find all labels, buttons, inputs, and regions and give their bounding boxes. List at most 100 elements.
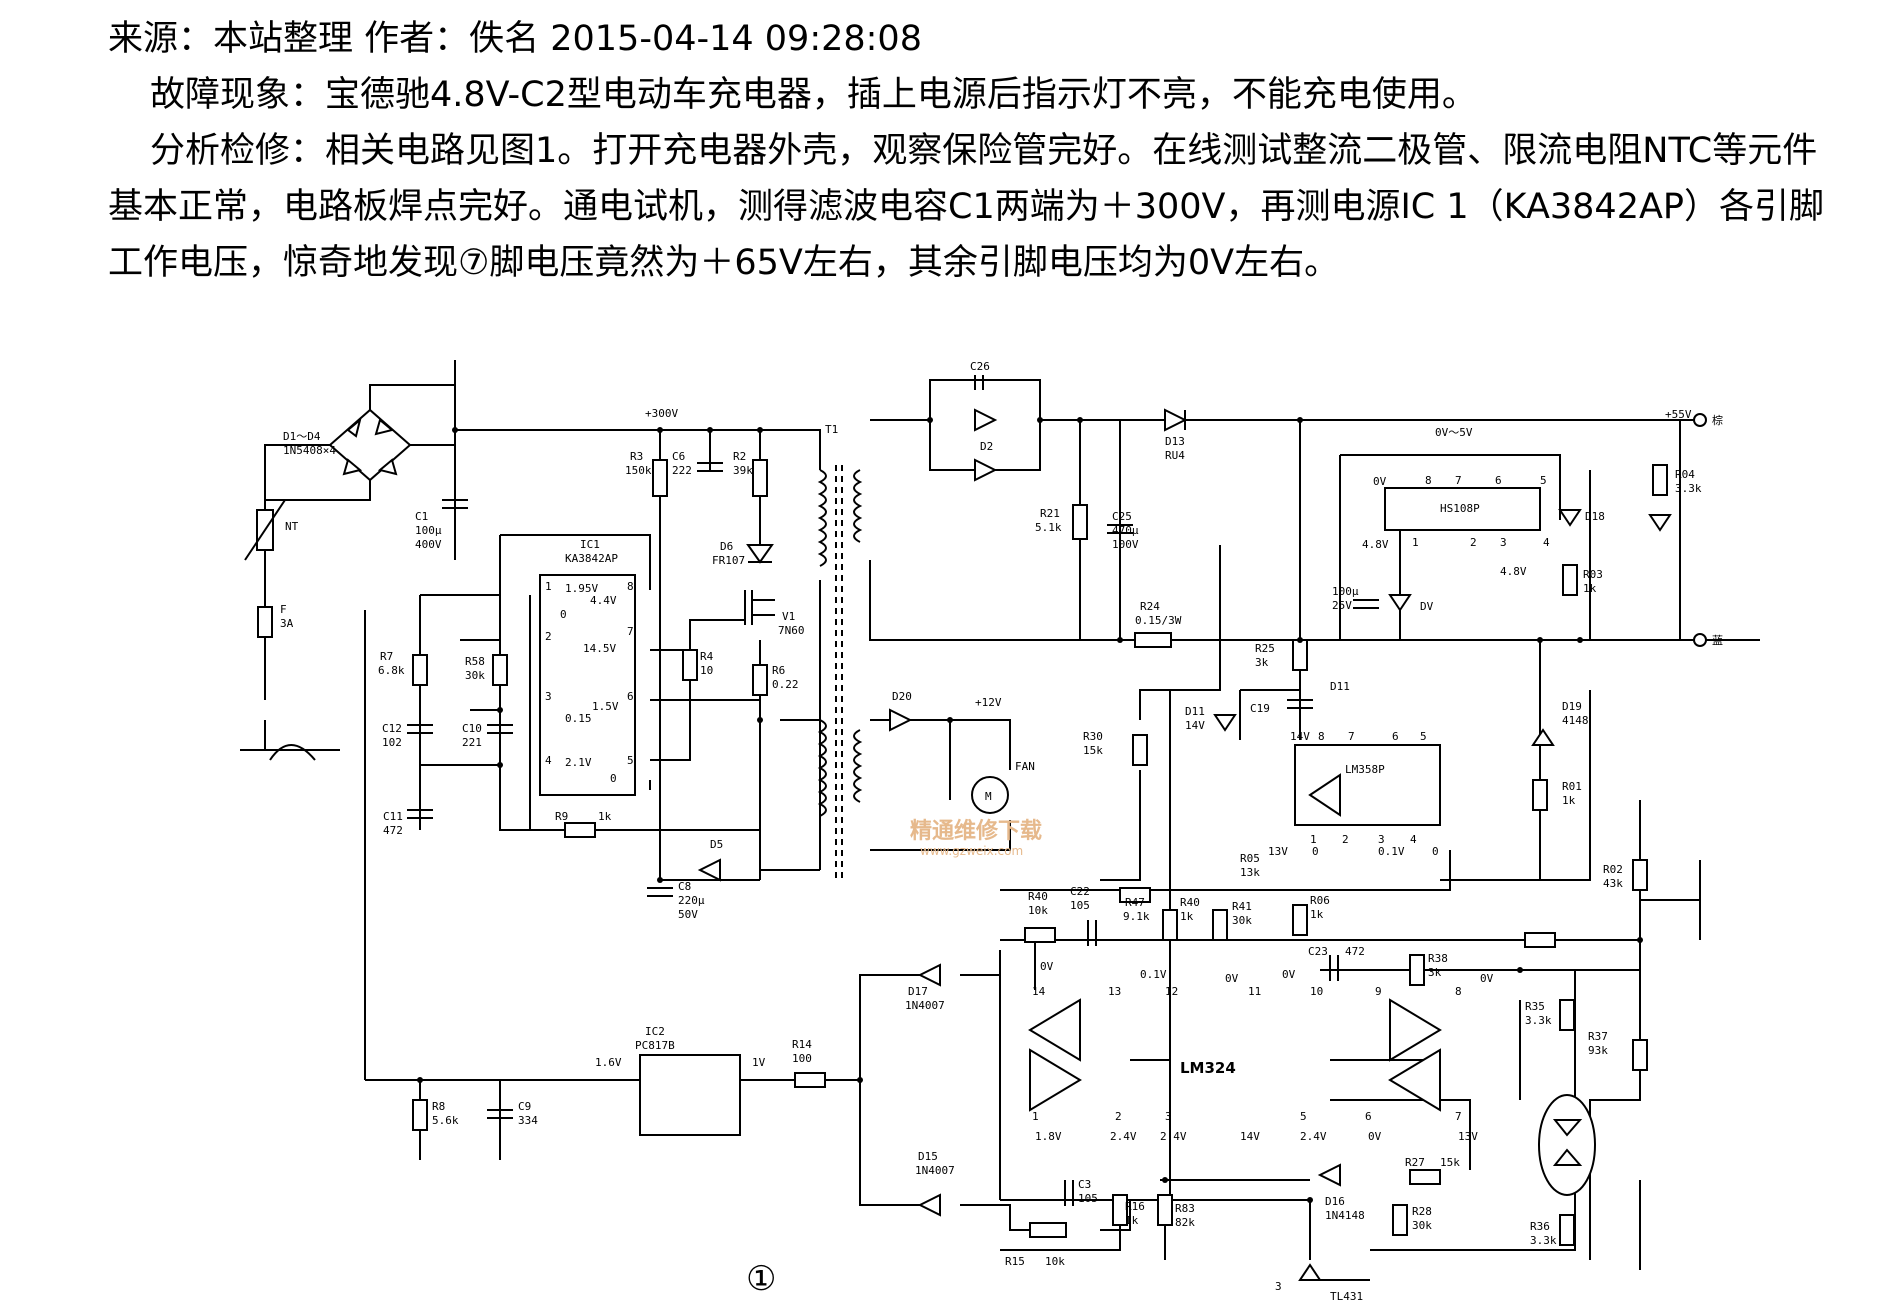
label-d16: D16 [1325, 1195, 1345, 1208]
label-r83-value: 82k [1175, 1216, 1195, 1229]
lm358-pin4-zero: 0 [1432, 845, 1439, 858]
label-d11: D11 [1185, 705, 1205, 718]
meta-line: 来源：本站整理 作者：佚名 2015-04-14 09:28:08 [108, 19, 922, 59]
ic1-pin3-voltage: 0.15 [565, 712, 592, 725]
watermark-text: 精通维修下载 [910, 818, 1042, 844]
label-r41: R41 [1232, 900, 1252, 913]
label-tl431: TL431 [1330, 1290, 1363, 1303]
label-r9: R9 [555, 810, 568, 823]
label-c8-value-1: 220μ [678, 894, 705, 907]
label-r6-value: 0.22 [772, 678, 799, 691]
label-r05-value: 13k [1240, 866, 1260, 879]
label-12v: +12V [975, 696, 1002, 709]
label-d17-value: 1N4007 [905, 999, 945, 1012]
label-r04-value: 3.3k [1675, 482, 1702, 495]
label-300v: +300V [645, 407, 678, 420]
label-r01: R01 [1562, 780, 1582, 793]
label-r01-value: 1k [1562, 794, 1576, 807]
label-r47: R47 [1125, 896, 1145, 909]
lm358-pin2: 2 [1342, 833, 1349, 846]
label-dv: DV [1420, 600, 1434, 613]
figure-number: ① [746, 1259, 776, 1299]
label-d11-value: 14V [1185, 719, 1205, 732]
ic1-pin2-number: 2 [545, 630, 552, 643]
lm324-0v-left: 0V [1040, 960, 1054, 973]
lm358p-chip [1294, 744, 1441, 826]
label-ic1: IC1 [580, 538, 600, 551]
label-lm358p: LM358P [1345, 763, 1385, 776]
label-d16-value: 1N4148 [1325, 1209, 1365, 1222]
label-c25-value-1: 470μ [1112, 524, 1139, 537]
label-r16: R16 [1125, 1200, 1145, 1213]
label-d6: D6 [720, 540, 733, 553]
label-c10: C10 [462, 722, 482, 735]
lm324-pin6-0v: 0V [1368, 1130, 1382, 1143]
label-c12: C12 [382, 722, 402, 735]
hs108p-ov-label: 0V [1373, 475, 1387, 488]
label-d15: D15 [918, 1150, 938, 1163]
label-r4: R4 [700, 650, 714, 663]
label-r03: R03 [1583, 568, 1603, 581]
ic1-pin3-number: 3 [545, 690, 552, 703]
label-v1: V1 [782, 610, 795, 623]
label-c3-value: 105 [1078, 1192, 1098, 1205]
label-fan: FAN [1015, 760, 1035, 773]
label-r83: R83 [1175, 1202, 1195, 1215]
lm358-pin7: 7 [1348, 730, 1355, 743]
lm324-pin2-2-4v: 2.4V [1110, 1130, 1137, 1143]
lm324-0v-far: 0V [1480, 972, 1494, 985]
label-motor: M [985, 790, 992, 803]
label-c1-value-2: 400V [415, 538, 442, 551]
ic1-pin4-number: 4 [545, 754, 552, 767]
lm324-0-1v: 0.1V [1140, 968, 1167, 981]
label-r2: R2 [733, 450, 746, 463]
lm358-pin6: 6 [1392, 730, 1399, 743]
label-r02-value: 43k [1603, 877, 1623, 890]
terminal-blue-label: 蓝 [1712, 634, 1723, 647]
label-r3-value: 150k [625, 464, 652, 477]
label-r7-value: 6.8k [378, 664, 405, 677]
label-r04: R04 [1675, 468, 1695, 481]
label-r35: R35 [1525, 1000, 1545, 1013]
watermark-url: www.gzweix.com [920, 844, 1023, 858]
lm324-pin8: 8 [1455, 985, 1462, 998]
article-text: 来源：本站整理 作者：佚名 2015-04-14 09:28:08 故障现象：宝… [108, 14, 1888, 294]
lm324-pin5: 5 [1300, 1110, 1307, 1123]
label-r14: R14 [792, 1038, 812, 1051]
label-c1-value-1: 100μ [415, 524, 442, 537]
lm358-pin8: 8 [1318, 730, 1325, 743]
lm324-pin3: 3 [1165, 1110, 1172, 1123]
junction-dots [417, 417, 1643, 1203]
label-r24: R24 [1140, 600, 1160, 613]
label-r40-b-value: 1k [1180, 910, 1194, 923]
label-r9-value: 1k [598, 810, 612, 823]
ic1-pin-zero: 0 [560, 608, 567, 621]
lm358-pin4: 4 [1410, 833, 1417, 846]
label-c11: C11 [383, 810, 403, 823]
label-r21-value: 5.1k [1035, 521, 1062, 534]
label-t1: T1 [825, 423, 838, 436]
label-d6-value: FR107 [712, 554, 745, 567]
label-c25: C25 [1112, 510, 1132, 523]
label-c3: C3 [1078, 1178, 1091, 1191]
label-r38: R38 [1428, 952, 1448, 965]
hs108p-pin6: 6 [1495, 474, 1502, 487]
label-r35-value: 3.3k [1525, 1014, 1552, 1027]
label-r28: R28 [1412, 1205, 1432, 1218]
label-c6-value: 222 [672, 464, 692, 477]
label-c9-value: 334 [518, 1114, 538, 1127]
label-c22-value: 105 [1070, 899, 1090, 912]
label-r27: R27 [1405, 1156, 1425, 1169]
tl431-pin3: 3 [1275, 1280, 1282, 1293]
label-r36-value: 3.3k [1530, 1234, 1557, 1247]
label-r21: R21 [1040, 507, 1060, 520]
label-cap-100u: 100μ [1332, 585, 1359, 598]
analysis-paragraph-line-2: 基本正常，电路板焊点完好。通电试机，测得滤波电容C1两端为＋300V，再测电源I… [108, 187, 1825, 227]
label-r30: R30 [1083, 730, 1103, 743]
label-r25-value: 3k [1255, 656, 1269, 669]
ic1-pin5-number: 5 [627, 754, 634, 767]
hs108p-pin7: 7 [1455, 474, 1462, 487]
label-d20: D20 [892, 690, 912, 703]
analysis-paragraph-line-3: 工作电压，惊奇地发现⑦脚电压竟然为＋65V左右，其余引脚电压均为0V左右。 [108, 243, 1340, 283]
